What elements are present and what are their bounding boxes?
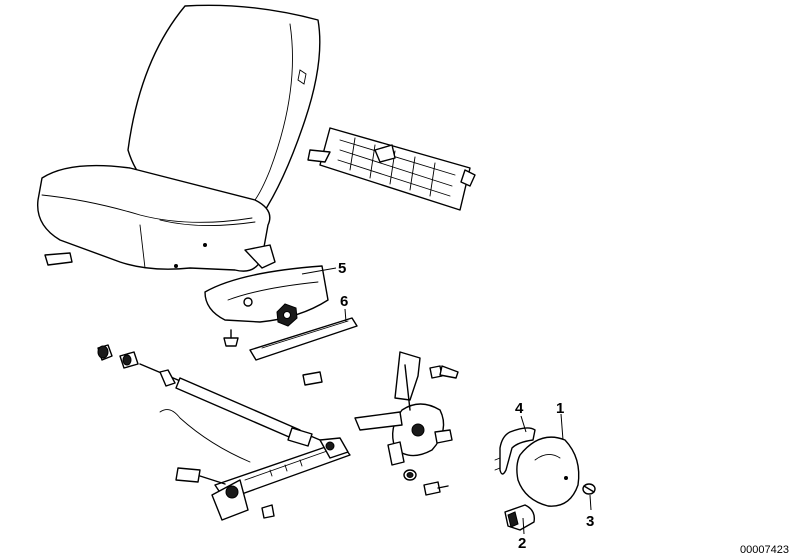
callout-5: 5 <box>338 260 346 277</box>
callout-6: 6 <box>340 293 348 310</box>
side-cover-part-5 <box>204 265 329 347</box>
seat-illustration <box>36 4 321 272</box>
callout-1: 1 <box>556 400 564 417</box>
callout-3: 3 <box>586 513 594 530</box>
trim-strip-part-6 <box>249 317 358 386</box>
adjuster-rod-assembly <box>97 344 351 521</box>
document-number: 00007423 <box>740 544 789 556</box>
recliner-mechanism <box>354 351 459 496</box>
leader-lines <box>301 267 592 535</box>
seat-rail-console <box>307 127 476 211</box>
recliner-cover-group <box>494 427 596 531</box>
callout-4: 4 <box>515 400 524 417</box>
callout-2: 2 <box>518 535 526 552</box>
